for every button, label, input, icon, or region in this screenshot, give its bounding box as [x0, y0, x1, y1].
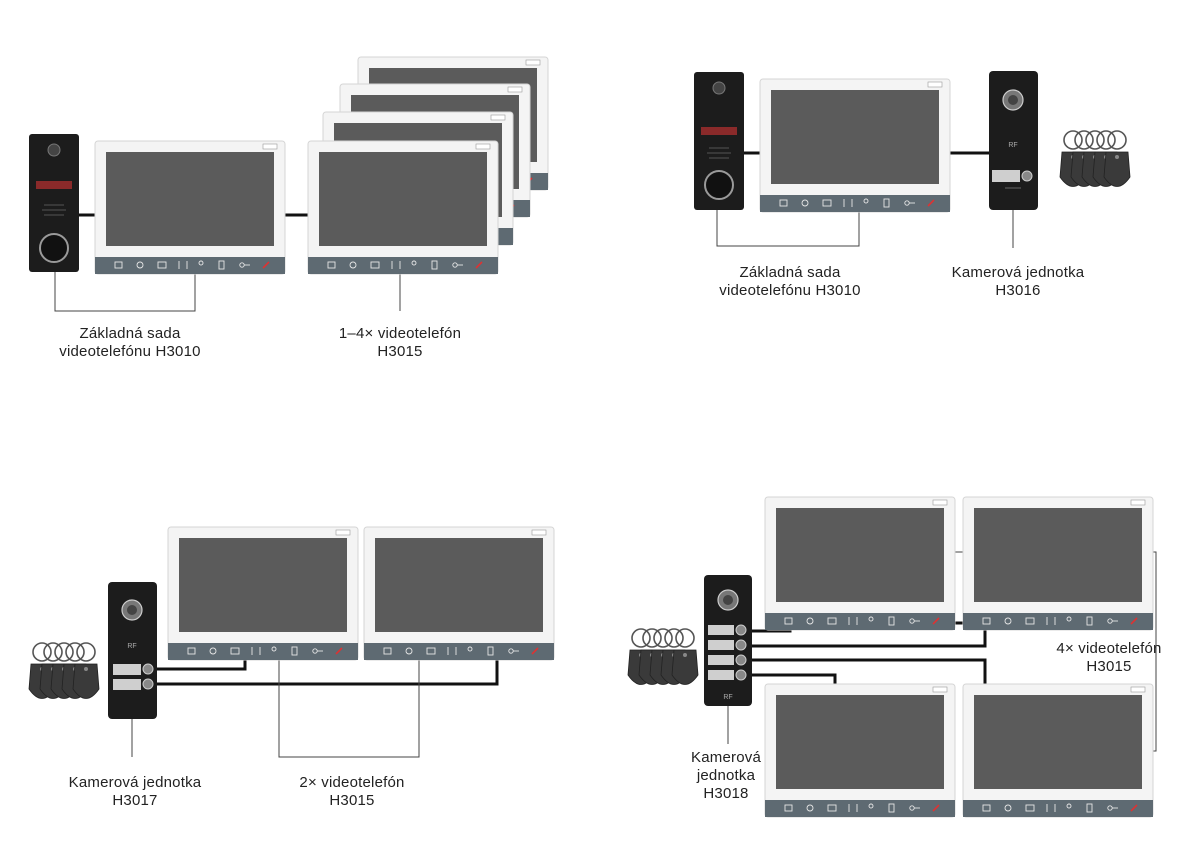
camera-unit-h3017: RF [108, 582, 157, 719]
monitors-label: 2× videotelefón H3015 [299, 774, 405, 809]
key-fobs [1059, 130, 1131, 188]
key-fobs [28, 642, 100, 700]
base-monitor [94, 140, 286, 275]
panel-bottom-left: RF [28, 526, 555, 758]
door-station-h3010 [694, 72, 744, 210]
monitor [962, 683, 1154, 818]
monitors-label: 4× videotelefón H3015 [1056, 640, 1162, 675]
svg-text:RF: RF [127, 643, 136, 650]
wiring [716, 151, 1014, 248]
base-set-label: Základná sada videotelefónu H3010 [719, 264, 861, 299]
leaders [131, 655, 420, 758]
panel-bottom-right: RF [627, 496, 1157, 818]
camera-label: Kamerová jednotka H3016 [951, 264, 1085, 299]
monitors-label: 1–4× videotelefón H3015 [338, 325, 462, 360]
panel-top-right: RF [694, 71, 1131, 248]
base-set-label: Základná sada videotelefónu H3010 [59, 325, 201, 360]
monitor [764, 683, 956, 818]
base-monitor [759, 78, 951, 213]
monitor [764, 496, 956, 631]
panel-top-left [29, 56, 549, 312]
svg-text:RF: RF [1008, 142, 1017, 149]
wiring [746, 621, 987, 685]
monitor [962, 496, 1154, 631]
camera-label: Kamerová jednotka H3018 [691, 749, 761, 802]
camera-unit-h3018: RF [704, 575, 752, 706]
svg-text:RF: RF [723, 694, 732, 701]
camera-unit-h3016: RF [989, 71, 1038, 210]
key-fobs [627, 628, 699, 686]
wiring [54, 213, 401, 312]
monitor [363, 526, 555, 661]
camera-label: Kamerová jednotka H3017 [68, 774, 202, 809]
door-station-h3010 [29, 134, 79, 272]
monitor-stack [307, 56, 549, 275]
monitor [307, 140, 499, 275]
monitor [167, 526, 359, 661]
